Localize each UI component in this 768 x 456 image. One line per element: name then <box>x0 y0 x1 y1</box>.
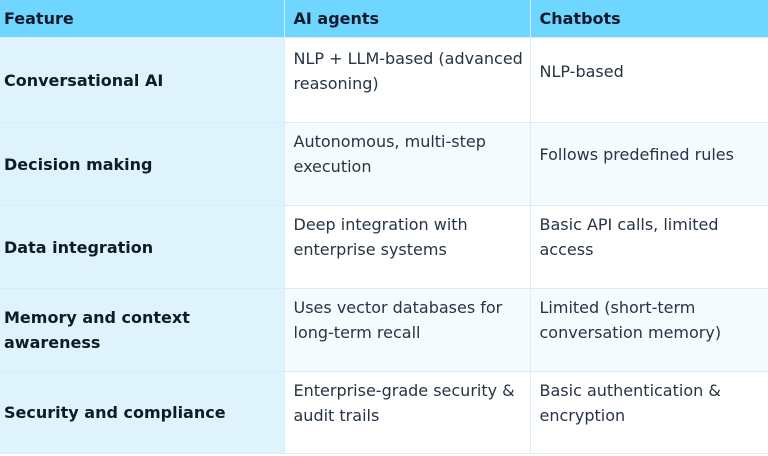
ai-agents-cell: NLP + LLM-based (advanced reasoning) <box>284 37 531 123</box>
feature-cell: Security and compliance <box>0 371 285 454</box>
chatbots-cell: NLP-based <box>530 37 768 123</box>
feature-label: Conversational AI <box>4 70 164 90</box>
header-feature: Feature <box>0 0 285 38</box>
chatbots-text: Basic API calls, limited access <box>539 215 719 259</box>
table-row: Data integration Deep integration with e… <box>0 205 768 289</box>
feature-cell: Memory and context awareness <box>0 288 285 372</box>
table-header: Feature AI agents Chatbots <box>0 0 768 38</box>
chatbots-text: NLP-based <box>539 61 624 81</box>
feature-label: Security and compliance <box>4 403 226 422</box>
ai-agents-text: Deep integration with enterprise systems <box>293 215 468 259</box>
chatbots-text: Follows predefined rules <box>539 144 734 164</box>
table-row: Memory and context awareness Uses vector… <box>0 288 768 372</box>
table-body: Conversational AI NLP + LLM-based (advan… <box>0 37 768 454</box>
table-row: Security and compliance Enterprise-grade… <box>0 371 768 454</box>
ai-agents-text: Autonomous, multi-step execution <box>293 132 486 176</box>
ai-agents-text: Enterprise-grade security & audit trails <box>293 380 515 425</box>
feature-label: Memory and context awareness <box>4 308 190 352</box>
ai-agents-cell: Enterprise-grade security & audit trails <box>284 371 531 454</box>
chatbots-cell: Basic authentication & encryption <box>530 371 768 454</box>
ai-agents-cell: Autonomous, multi-step execution <box>284 122 531 206</box>
feature-cell: Data integration <box>0 205 285 289</box>
header-ai-agents: AI agents <box>284 0 531 38</box>
chatbots-cell: Limited (short-term conversation memory) <box>530 288 768 372</box>
ai-agents-text: NLP + LLM-based (advanced reasoning) <box>293 49 523 93</box>
chatbots-cell: Basic API calls, limited access <box>530 205 768 289</box>
table-row: Decision making Autonomous, multi-step e… <box>0 122 768 206</box>
header-chatbots: Chatbots <box>530 0 768 38</box>
ai-agents-text: Uses vector databases for long-term reca… <box>293 298 503 342</box>
chatbots-text: Limited (short-term conversation memory) <box>539 298 722 342</box>
ai-agents-cell: Uses vector databases for long-term reca… <box>284 288 531 372</box>
header-row: Feature AI agents Chatbots <box>0 0 768 38</box>
feature-cell: Conversational AI <box>0 37 285 123</box>
ai-agents-cell: Deep integration with enterprise systems <box>284 205 531 289</box>
feature-cell: Decision making <box>0 122 285 206</box>
feature-label: Data integration <box>4 237 154 257</box>
chatbots-text: Basic authentication & encryption <box>539 380 721 425</box>
chatbots-cell: Follows predefined rules <box>530 122 768 206</box>
feature-label: Decision making <box>4 154 153 174</box>
table-row: Conversational AI NLP + LLM-based (advan… <box>0 37 768 123</box>
